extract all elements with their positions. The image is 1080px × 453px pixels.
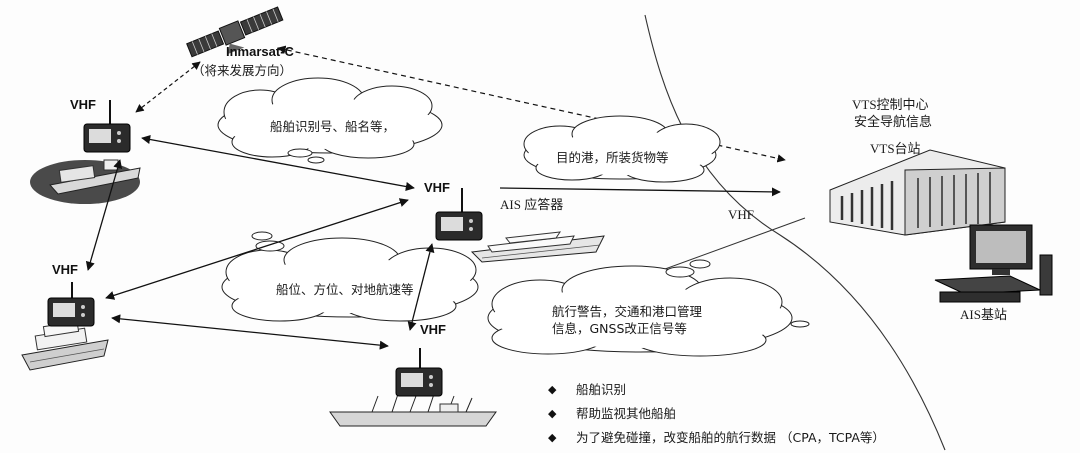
cloud-destination — [523, 115, 721, 183]
inmarsat-satellite-icon — [186, 6, 284, 58]
vhf-label-ship4: VHF — [420, 322, 446, 337]
cloud-destination-text: 目的港，所装货物等 — [556, 150, 669, 165]
vhf-label-ship3: VHF — [424, 180, 450, 195]
ship-2-icon — [21, 320, 109, 371]
shore-vhf-label: VHF — [728, 207, 755, 222]
vts-center-label-line2: 安全导航信息 — [854, 114, 933, 129]
vts-station-building-icon — [829, 149, 1006, 236]
function-item-text: 船舶识别 — [576, 382, 627, 397]
link-ship2-ship4-arrow — [111, 314, 389, 350]
satellite-link-ship1-arrow — [135, 61, 201, 113]
function-item: ◆ 为了避免碰撞，改变船舶的航行数据 （CPA，TCPA等） — [548, 429, 885, 453]
ais-transponder-ship4-icon — [395, 348, 443, 397]
function-list: ◆ 船舶识别 ◆ 帮助监视其他船舶 ◆ 为了避免碰撞，改变船舶的航行数据 （CPA，T… — [548, 381, 885, 453]
vhf-label-ship2: VHF — [52, 262, 78, 277]
ais-transponder-ship3-icon — [435, 188, 483, 241]
function-item-text: 为了避免碰撞，改变船舶的航行数据 （CPA，TCPA等） — [576, 430, 885, 445]
vhf-label-ship1: VHF — [70, 97, 96, 112]
cloud-warning-text-line2: 信息，GNSS改正信号等 — [552, 321, 687, 336]
cloud-ship-id-text: 船舶识别号、船名等， — [270, 119, 396, 134]
cloud-warning-text-line1: 航行警告，交通和港口管理 — [552, 304, 703, 319]
cloud-warnings — [487, 259, 810, 357]
ais-transponder-ship1-icon — [83, 100, 131, 153]
diamond-bullet-icon: ◆ — [548, 407, 557, 420]
ais-base-station-label: AIS基站 — [960, 307, 1007, 322]
ship-1-icon — [30, 159, 141, 204]
link-ship1-ship3-arrow — [141, 135, 415, 191]
diamond-bullet-icon: ◆ — [548, 383, 557, 396]
diamond-bullet-icon: ◆ — [548, 431, 557, 444]
vts-station-label: VTS台站 — [870, 141, 921, 156]
satellite-name-label: Inmarsat-C — [226, 44, 294, 59]
vts-center-label-line1: VTS控制中心 — [852, 97, 929, 112]
satellite-note-label: （将来发展方向） — [192, 63, 293, 78]
cloud-position — [221, 231, 479, 322]
link-ship1-ship2-arrow — [85, 159, 123, 271]
ship-4-icon — [329, 393, 497, 427]
link-ship3-vts-arrow — [499, 187, 781, 197]
link-ship2-ship3-arrow — [105, 198, 409, 300]
cloud-position-text: 船位、方位、对地航速等 — [276, 282, 414, 297]
link-ship3-ship4-arrow — [407, 243, 435, 331]
ais-transponder-ship2-icon — [47, 282, 95, 327]
function-item: ◆ 帮助监视其他船舶 — [548, 405, 885, 429]
function-item: ◆ 船舶识别 — [548, 381, 885, 405]
function-item-text: 帮助监视其他船舶 — [576, 406, 677, 421]
ais-base-station-computer-icon — [934, 224, 1053, 303]
ais-transponder-label: AIS 应答器 — [500, 197, 564, 212]
ship-3-icon — [470, 231, 605, 263]
